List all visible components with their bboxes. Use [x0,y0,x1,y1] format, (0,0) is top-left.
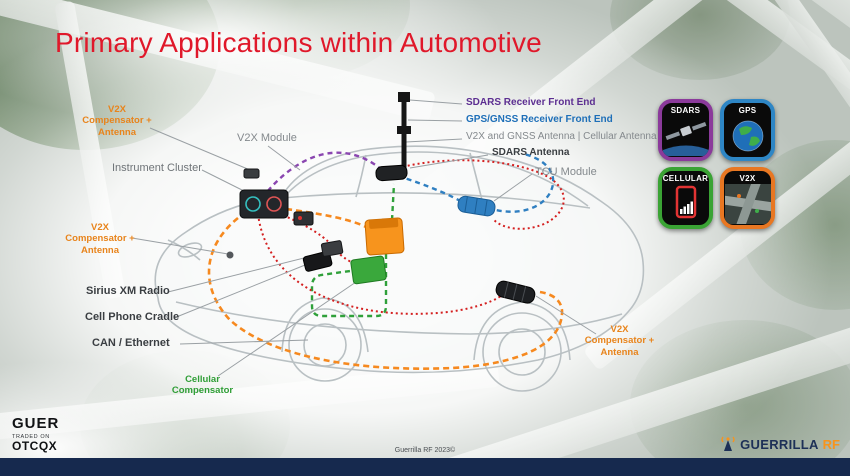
exchange-name: OTCQX [12,438,58,453]
gauge-right [266,196,282,212]
callout-instrument-cluster: Instrument Cluster [112,162,202,174]
callout-v2x-compensator-right: V2X Compensator + Antenna [584,324,655,358]
callout-lines [131,99,597,377]
otcqx-listing-logo: GUER TRADED ON OTCQX [12,416,59,453]
intersection-icon [724,184,771,224]
v2x-compensator-left-node [226,251,234,259]
modules [226,92,536,304]
v2x-wire-purple [261,151,383,199]
traded-on-label: TRADED ON [12,433,50,440]
antenna-icon [721,436,735,451]
callout-cellular-compensator: Cellular Compensator [171,374,234,397]
callout-sdars-antenna: SDARS Antenna [492,147,570,158]
cellular-wire-green [390,183,396,221]
satellite-icon [662,121,709,156]
callout-sdars-receiver: SDARS Receiver Front End [466,97,596,108]
sdars-app-tile: SDARS [658,99,713,161]
bottom-bar [0,458,850,476]
roof-cable-connector [398,92,410,102]
cellular-app-tile: CELLULAR [658,167,713,229]
sdars-tile-label: SDARS [670,106,701,115]
guerrilla-rf-logo: GUERRILLA RF [719,436,840,452]
cellular-tile-label: CELLULAR [662,174,709,183]
signal-wire-red-roof [397,159,565,230]
callout-sirius-xm-radio: Sirius XM Radio [86,285,170,297]
cellular-wire-green-loop [310,254,388,318]
signal-wire-red-rear [257,213,507,315]
callout-v2x-compensator-left: V2X Compensator + Antenna [65,222,135,256]
v2x-app-tile: V2X [720,167,775,229]
brand-name: GUERRILLA [740,436,819,452]
sirius-xm-radio-device [320,240,344,257]
sdars-roof-antenna [375,164,408,182]
callout-tcu-module: TCU Module [535,166,597,178]
callout-v2x-module: V2X Module [237,132,297,144]
callout-gps-gnss-receiver: GPS/GNSS Receiver Front End [466,114,613,125]
v2x-tile-label: V2X [739,174,756,183]
copyright-text: Guerrilla RF 2023© [394,447,456,454]
can-wire-orange-loop [207,210,564,370]
can-wire-orange [285,207,367,229]
callout-cell-phone-cradle: Cell Phone Cradle [85,311,180,323]
gps-app-tile: GPS [720,99,775,161]
ticker-symbol: GUER [12,415,60,433]
roof-cable-joint [397,126,411,134]
globe-icon [732,120,763,152]
v2x-antenna-front [243,168,260,179]
brand-suffix: RF [822,436,840,452]
gauge-left [245,196,261,212]
tcu-module-device [457,195,496,217]
callout-v2x-compensator-top: V2X Compensator + Antenna [82,104,152,138]
v2x-module-box [293,211,314,226]
page-title: Primary Applications within Automotive [55,27,542,58]
callout-can-ethernet: CAN / Ethernet [92,337,170,349]
cellular-compensator-box [350,255,387,285]
tcu-orange-box [364,217,405,256]
gps-tile-label: GPS [738,106,757,115]
phone-signal-icon [675,185,696,219]
v2x-compensator-rear-device [495,280,536,304]
callout-v2x-gnss-antenna: V2X and GNSS Antenna | Cellular Antenna [466,131,657,142]
v2x-module-led [298,216,302,220]
